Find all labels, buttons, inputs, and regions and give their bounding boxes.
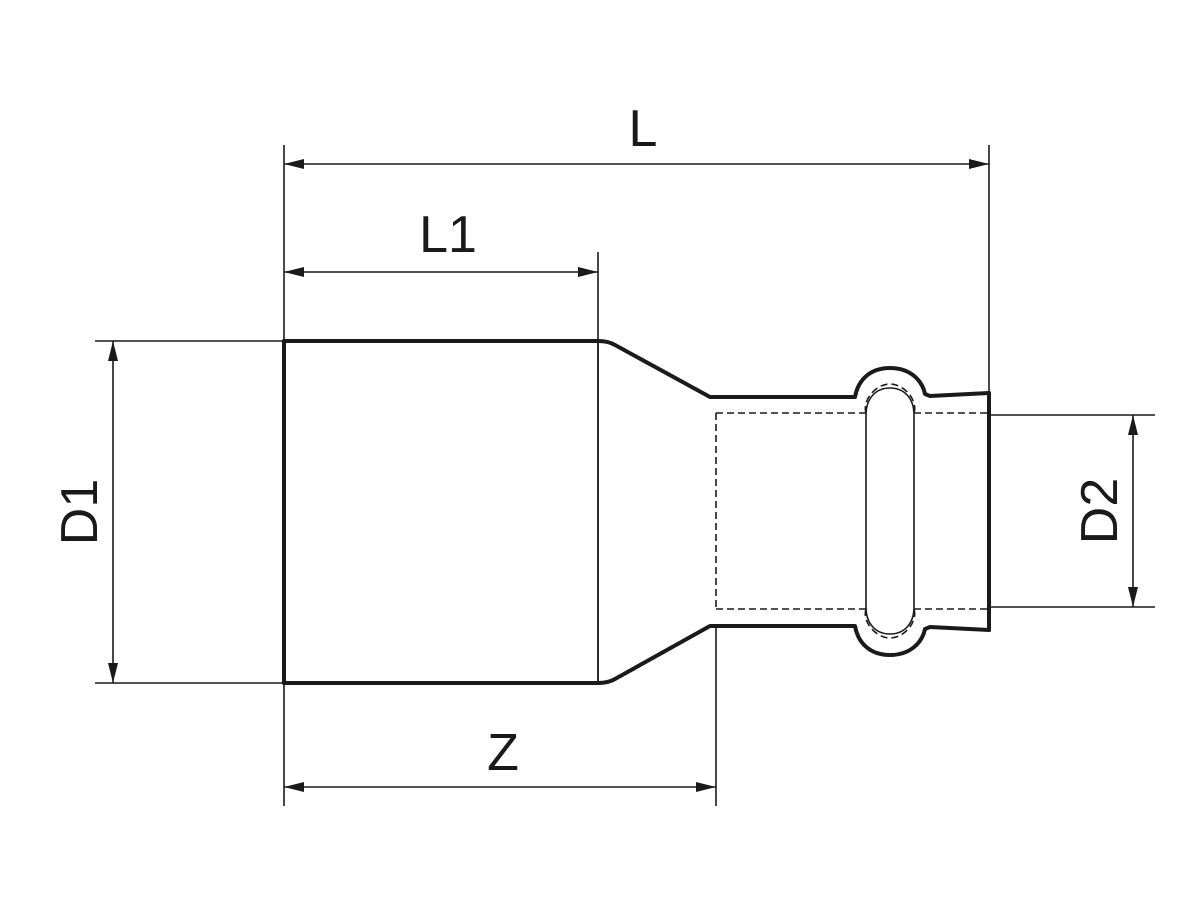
arrow-d2-top: [1128, 415, 1138, 435]
hidden-bead-right: [864, 608, 916, 639]
label-z: Z: [487, 724, 519, 782]
dimension-d1: D1: [51, 341, 118, 683]
bead-inner-contour: [865, 387, 915, 635]
arrow-d2-bottom: [1128, 587, 1138, 607]
fitting-body: [282, 339, 991, 685]
arrow-l-right: [969, 159, 989, 169]
fitting-outline-top: [282, 339, 991, 399]
fitting-outline-bottom: [282, 624, 991, 685]
arrow-z-left: [284, 782, 304, 792]
hidden-bead-left: [864, 383, 916, 414]
dimension-l1: L1: [284, 206, 598, 277]
arrow-l1-left: [284, 267, 304, 277]
arrow-d1-bottom: [108, 663, 118, 683]
label-l1: L1: [419, 206, 477, 264]
arrow-z-right: [696, 782, 716, 792]
label-d2: D2: [1071, 478, 1129, 544]
dimension-d2: D2: [1071, 415, 1138, 607]
label-d1: D1: [51, 479, 109, 545]
label-l: L: [629, 100, 658, 158]
arrow-d1-top: [108, 341, 118, 361]
dimension-l: L: [284, 100, 989, 169]
arrow-l-left: [284, 159, 304, 169]
extension-lines: [95, 145, 1155, 806]
arrow-l1-right: [578, 267, 598, 277]
dimension-z: Z: [284, 724, 716, 792]
